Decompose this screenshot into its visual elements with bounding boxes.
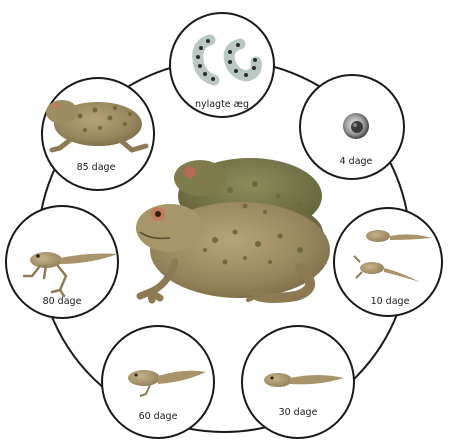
- stage-day30: 30 dage: [242, 326, 354, 438]
- stage-day60: 60 dage: [102, 326, 214, 438]
- stage-eggs-label: nylagte æg: [195, 99, 249, 110]
- stage-day4-label: 4 dage: [340, 156, 373, 167]
- stage-day4: 4 dage: [300, 75, 404, 179]
- stage-day10-label: 10 dage: [371, 296, 410, 307]
- stage-day80: 80 dage: [6, 206, 118, 318]
- stage-day10: 10 dage: [334, 208, 442, 316]
- stage-day30-label: 30 dage: [279, 407, 318, 418]
- stage-day85-label: 85 dage: [77, 162, 116, 173]
- stage-day60-label: 60 dage: [139, 411, 178, 422]
- mating-toads-pair: [136, 158, 330, 300]
- stage-eggs: nylagte æg: [170, 13, 274, 117]
- stage-day85: 85 dage: [42, 78, 154, 190]
- stage-day80-label: 80 dage: [43, 296, 82, 307]
- single-egg-embryo-icon: [343, 113, 369, 139]
